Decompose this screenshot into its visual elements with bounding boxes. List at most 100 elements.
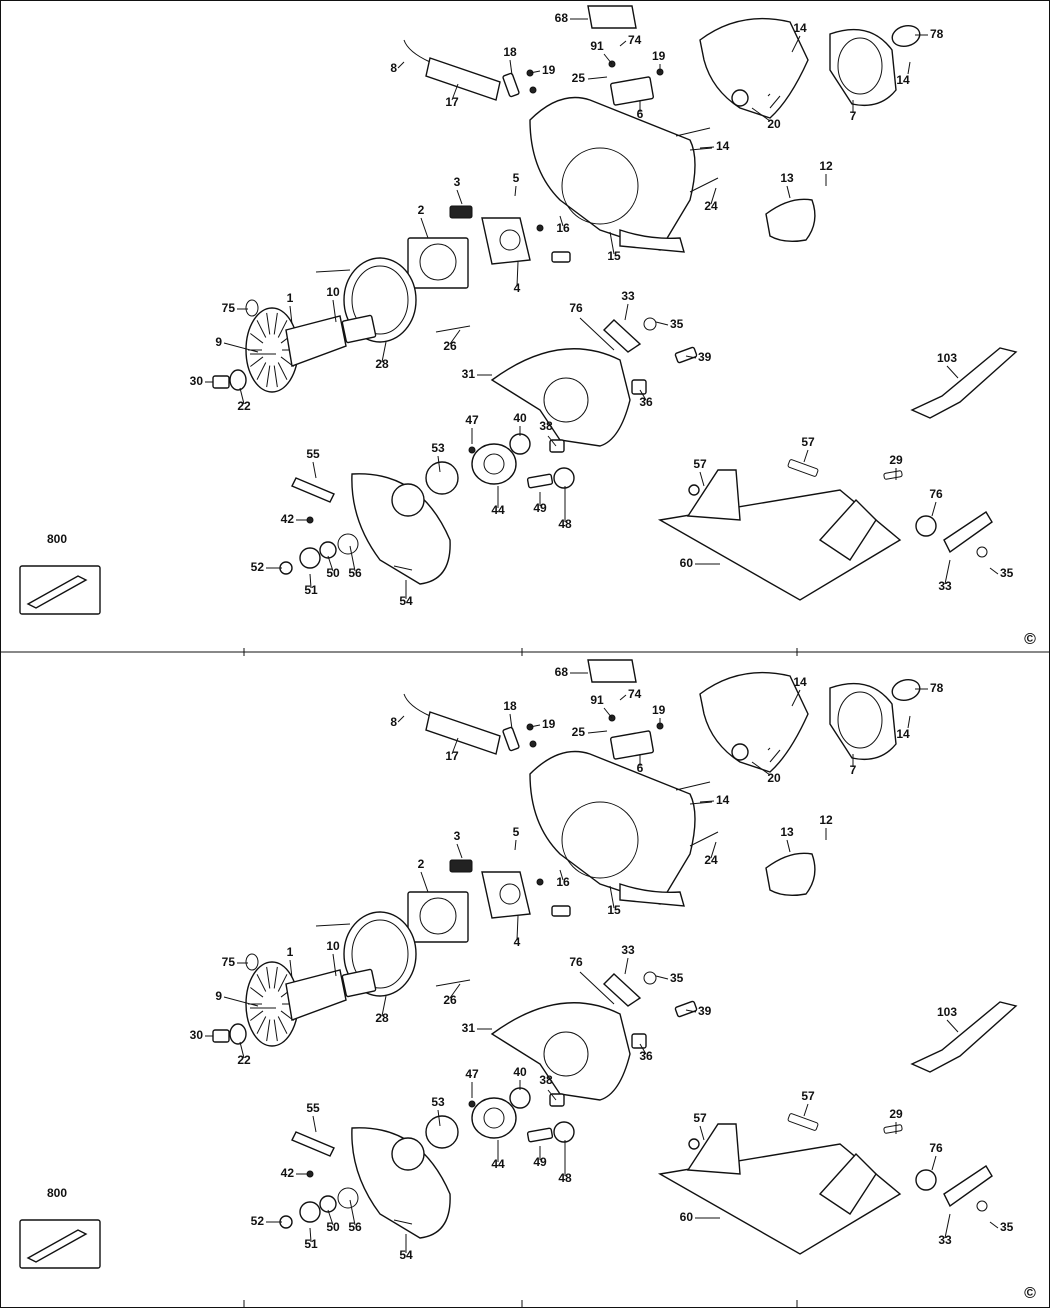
gear-flange <box>471 1097 517 1139</box>
part-number-label: 91 <box>590 39 604 53</box>
long-screw <box>435 325 471 333</box>
lock-bolt <box>674 346 698 364</box>
leader-line <box>449 329 461 345</box>
part-number-label: 4 <box>514 281 521 295</box>
leader-line <box>456 843 463 859</box>
baffle-inner <box>351 265 409 335</box>
leader-line <box>239 387 245 405</box>
part-number-label: 6 <box>637 761 644 775</box>
leader-line <box>655 321 669 326</box>
leader-line <box>989 1221 999 1229</box>
leader-line <box>223 996 259 1007</box>
pin <box>883 470 903 480</box>
leader-line <box>514 839 517 851</box>
motor-housing <box>529 750 696 905</box>
bearing <box>229 369 247 391</box>
part-number-label: 31 <box>462 1021 476 1035</box>
leader-line <box>559 215 564 227</box>
leader-line <box>516 915 519 941</box>
leader-line <box>309 573 312 589</box>
part-number-label: 49 <box>533 501 547 515</box>
part-number-label: 1 <box>287 291 294 305</box>
leader-line <box>944 559 951 585</box>
rip-fence <box>910 347 1018 419</box>
part-number-label: 1 <box>287 945 294 959</box>
part-number-label: 78 <box>930 681 944 695</box>
leader-line <box>710 841 717 859</box>
part-number-label: 39 <box>698 1004 712 1018</box>
part-number-label: 60 <box>680 556 694 570</box>
leader-line <box>639 389 647 401</box>
guard-lever <box>291 477 335 503</box>
spindle <box>526 473 554 489</box>
long-screw <box>315 923 351 927</box>
fan-blade <box>256 1016 267 1034</box>
fan-blade <box>250 1010 264 1021</box>
leader-line <box>699 146 715 149</box>
fan-blade <box>273 365 278 388</box>
washer <box>319 1195 337 1213</box>
bearing-cup <box>212 1029 230 1043</box>
retaining-clip <box>643 317 657 331</box>
part-number-label: 38 <box>539 1073 553 1087</box>
part-number-label: 26 <box>443 339 457 353</box>
part-number-label: 16 <box>556 221 570 235</box>
spring <box>631 379 647 395</box>
leader-line <box>449 983 461 999</box>
part-number-label: 12 <box>819 813 833 827</box>
brush-holder <box>481 871 531 919</box>
long-screw <box>435 979 471 987</box>
part-number-label: 19 <box>542 717 556 731</box>
screw <box>468 1100 476 1108</box>
leader-line <box>603 53 613 65</box>
screw-shank <box>767 93 771 97</box>
part-number-label: 91 <box>590 693 604 707</box>
end-cap <box>829 28 897 107</box>
leader-line <box>609 231 615 255</box>
handle-half <box>699 671 809 773</box>
part-number-label: 53 <box>431 1095 445 1109</box>
part-number-label: 55 <box>306 1101 320 1115</box>
fan-blade <box>256 974 267 992</box>
leader-line <box>327 555 334 572</box>
field-bore <box>419 243 457 281</box>
screw-shank <box>769 95 781 109</box>
part-number-label: 14 <box>793 21 807 35</box>
fan-blade <box>273 312 278 335</box>
leader-line <box>639 1043 647 1055</box>
part-number-label: 14 <box>896 727 910 741</box>
guard-hub <box>543 377 589 423</box>
screw <box>529 740 537 748</box>
label-plate <box>587 5 637 29</box>
part-number-label: 33 <box>938 1233 952 1247</box>
part-number-label: 5 <box>513 825 520 839</box>
part-number-label: 49 <box>533 1155 547 1169</box>
leader-line <box>547 435 557 447</box>
part-number-label: 50 <box>326 1220 340 1234</box>
hex-wrench <box>26 575 88 609</box>
leader-line <box>420 871 429 893</box>
part-number-label: 74 <box>628 687 642 701</box>
outer-flange <box>299 1201 321 1223</box>
part-number-label: 51 <box>304 1237 318 1251</box>
leader-line <box>381 995 387 1017</box>
retaining-clip <box>643 971 657 985</box>
fan-blade <box>273 1019 278 1042</box>
screw-shank <box>675 127 711 137</box>
leader-line <box>803 449 809 463</box>
fan-blade <box>277 974 288 992</box>
part-number-label: 51 <box>304 583 318 597</box>
nose-cone <box>765 852 816 897</box>
long-screw <box>315 269 351 273</box>
part-number-label: 18 <box>503 45 517 59</box>
leader-line <box>751 107 771 122</box>
washer <box>319 541 337 559</box>
part-number-label: 17 <box>445 749 459 763</box>
brush <box>449 859 473 873</box>
part-number-label: 30 <box>190 374 204 388</box>
clip <box>976 1200 988 1212</box>
handle-boss <box>731 743 749 761</box>
leader-line <box>289 959 293 979</box>
part-number-label: 44 <box>491 1157 505 1171</box>
terminal <box>551 251 571 263</box>
